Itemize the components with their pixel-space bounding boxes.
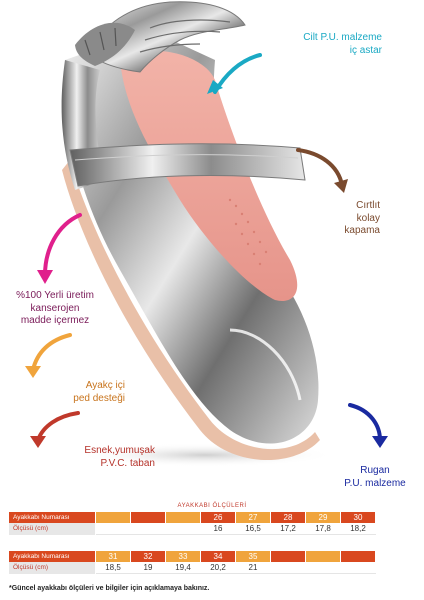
size-table-top: Ayakkabı Numarası 26 27 28 29 30 Ölçüsü … <box>9 512 376 535</box>
callout-insole-line1: Ayakç içi <box>85 380 125 391</box>
callout-sole-line1: Esnek,yumuşak <box>84 445 155 456</box>
size-length-cell <box>95 523 131 535</box>
size-length-cell: 21 <box>235 562 271 574</box>
callout-closure: Cırtlıt kolay kapama <box>325 200 380 238</box>
callout-lining: Cilt P.U. malzeme iç astar <box>262 32 382 57</box>
size-number-cell: 29 <box>305 512 341 523</box>
size-footnote: *Güncel ayakkabı ölçüleri ve bilgiler iç… <box>9 585 210 592</box>
insole-arrow <box>25 333 72 378</box>
size-row-lengths: Ölçüsü (cm) 18,5 19 19,4 20,2 21 <box>9 562 376 574</box>
callout-insole-line2: ped desteği <box>73 392 125 404</box>
size-length-cell: 20,2 <box>200 562 236 574</box>
callout-materials-line1: %100 Yerli üretim <box>16 290 94 301</box>
shoe-image <box>61 1 330 467</box>
upper-arrow <box>348 403 388 448</box>
size-number-cell: 34 <box>200 551 236 562</box>
size-number-label: Ayakkabı Numarası <box>9 551 96 562</box>
callout-upper-line1: Rugan <box>360 465 390 476</box>
size-number-cell: 35 <box>235 551 271 562</box>
callout-closure-line1: Cırtlıt <box>356 200 380 211</box>
callout-sole-line2: P.V.C. taban <box>100 457 156 469</box>
callout-upper-line2: P.U. malzeme <box>344 477 406 489</box>
callout-sole: Esnek,yumuşak P.V.C. taban <box>60 445 155 470</box>
callout-closure-line2: kolay <box>356 212 380 224</box>
size-row-numbers: Ayakkabı Numarası 26 27 28 29 30 <box>9 512 376 523</box>
size-row-lengths: Ölçüsü (cm) 16 16,5 17,2 17,8 18,2 <box>9 523 376 535</box>
size-length-cell: 16,5 <box>235 523 271 535</box>
size-number-cell: 27 <box>235 512 271 523</box>
size-number-cell: 33 <box>165 551 201 562</box>
size-length-cell <box>270 562 306 574</box>
lining-arrow <box>207 53 262 94</box>
sole-arrow <box>30 411 80 448</box>
callout-materials-line3: madde içermez <box>20 315 90 326</box>
size-number-cell: 31 <box>95 551 131 562</box>
callout-materials-line2: kanserojen <box>30 302 80 314</box>
size-row-numbers: Ayakkabı Numarası 31 32 33 34 35 <box>9 551 376 562</box>
callout-lining-line2: iç astar <box>349 44 382 56</box>
size-length-cell: 17,8 <box>305 523 341 535</box>
callout-lining-line1: Cilt P.U. malzeme <box>303 32 382 43</box>
callout-materials: %100 Yerli üretim kanserojen madde içerm… <box>5 290 105 328</box>
materials-arrow <box>37 213 82 284</box>
closure-arrow <box>296 148 348 193</box>
size-length-label: Ölçüsü (cm) <box>9 562 96 574</box>
size-table-bottom: Ayakkabı Numarası 31 32 33 34 35 Ölçüsü … <box>9 551 376 574</box>
size-number-cell: 32 <box>130 551 166 562</box>
size-number-cell <box>165 512 201 523</box>
size-length-cell: 18,5 <box>95 562 131 574</box>
size-number-label: Ayakkabı Numarası <box>9 512 96 523</box>
size-length-cell: 16 <box>200 523 236 535</box>
size-length-cell <box>305 562 341 574</box>
size-number-cell: 30 <box>340 512 376 523</box>
size-number-cell <box>270 551 306 562</box>
size-number-cell <box>340 551 376 562</box>
size-length-label: Ölçüsü (cm) <box>9 523 96 535</box>
callout-insole: Ayakç içi ped desteği <box>45 380 125 405</box>
size-number-cell: 28 <box>270 512 306 523</box>
size-length-cell: 18,2 <box>340 523 376 535</box>
size-length-cell: 17,2 <box>270 523 306 535</box>
size-number-cell: 26 <box>200 512 236 523</box>
size-number-cell <box>305 551 341 562</box>
size-number-cell <box>95 512 131 523</box>
size-length-cell: 19,4 <box>165 562 201 574</box>
callout-upper: Rugan P.U. malzeme <box>335 465 415 490</box>
size-chart-title: AYAKKABI ÖLÇÜLERİ <box>177 503 247 509</box>
size-number-cell <box>130 512 166 523</box>
size-length-cell <box>340 562 376 574</box>
size-length-cell <box>165 523 201 535</box>
callout-closure-line3: kapama <box>344 225 380 236</box>
size-length-cell: 19 <box>130 562 166 574</box>
size-length-cell <box>130 523 166 535</box>
